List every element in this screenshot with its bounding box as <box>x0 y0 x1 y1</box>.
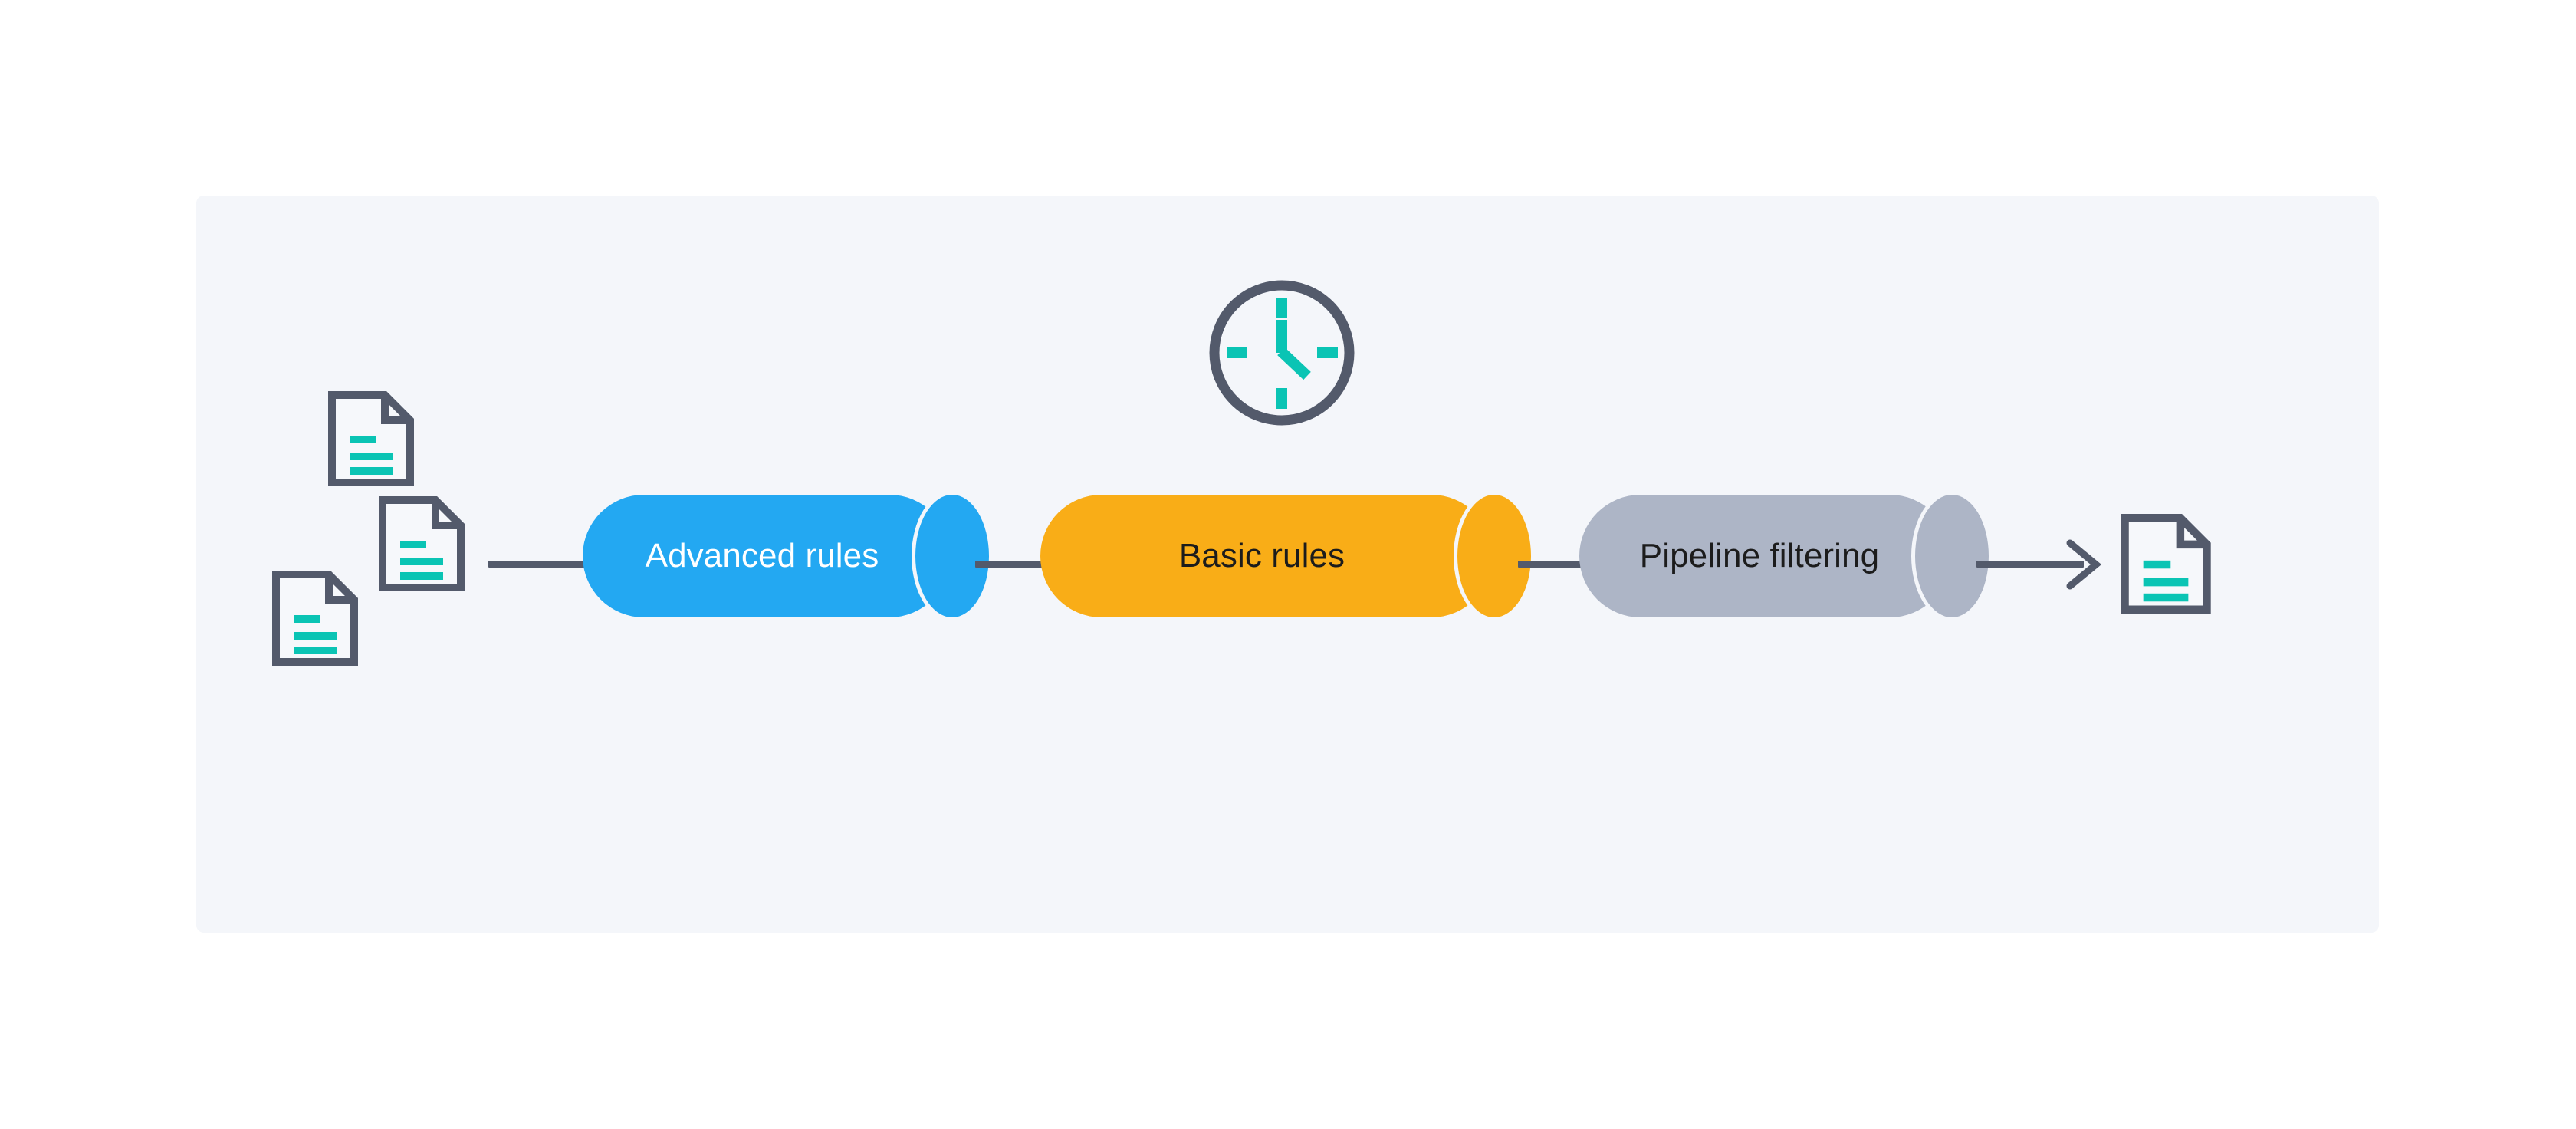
cylinder-cap <box>1457 495 1531 617</box>
arrow-head-icon <box>2062 537 2108 596</box>
stage-label: Basic rules <box>1178 537 1346 574</box>
input-document-1 <box>328 391 414 490</box>
stage-advanced-rules[interactable]: Advanced rules <box>583 495 989 617</box>
cylinder-cap <box>1915 495 1989 617</box>
input-document-3 <box>272 571 358 670</box>
stage-label: Advanced rules <box>645 537 879 574</box>
connector-input-to-advanced <box>488 561 600 568</box>
connector-pipeline-to-output <box>1976 561 2084 568</box>
stage-basic-rules[interactable]: Basic rules <box>1040 495 1531 617</box>
connector-basic-to-pipeline <box>1518 561 1587 568</box>
cylinder-cap <box>915 495 989 617</box>
stage-pipeline-filtering[interactable]: Pipeline filtering <box>1579 495 1990 617</box>
cylinder-body <box>583 495 951 617</box>
connector-advanced-to-basic <box>975 561 1058 568</box>
stage-label: Pipeline filtering <box>1639 537 1880 574</box>
output-document <box>2121 514 2211 617</box>
clock-icon <box>1205 276 1359 433</box>
cylinder-body <box>1579 495 1951 617</box>
input-document-2 <box>379 496 465 595</box>
cylinder-body <box>1040 495 1493 617</box>
